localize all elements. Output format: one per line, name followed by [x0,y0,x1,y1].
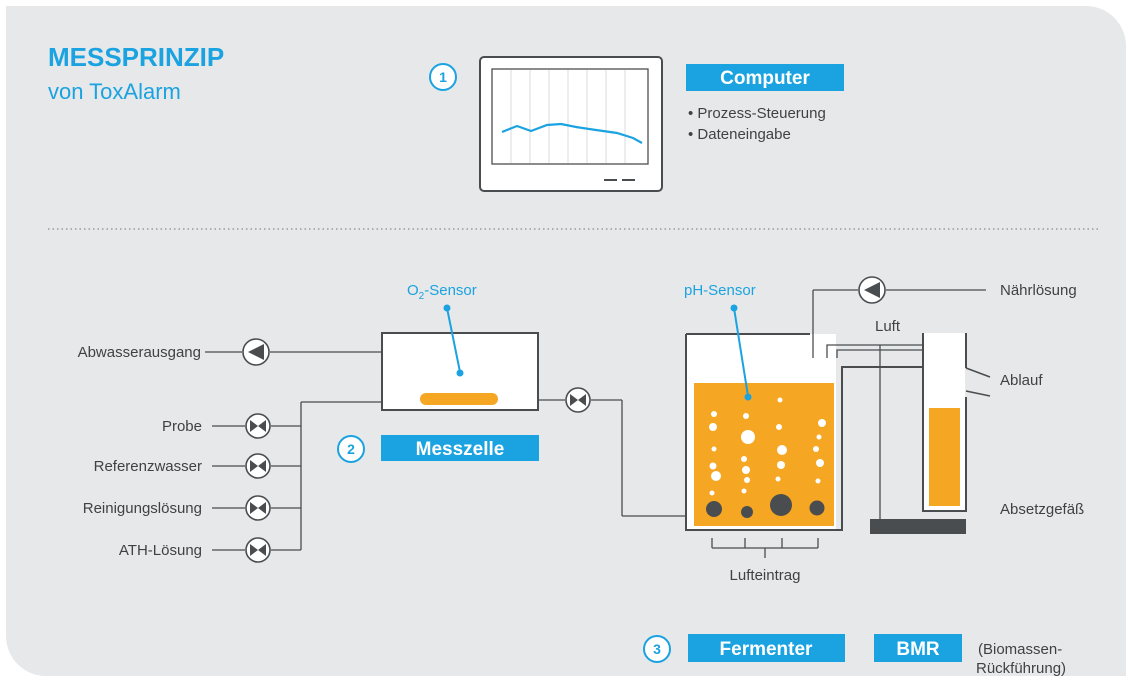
o2-sensor-label: O2-Sensor [407,282,477,302]
aeration-diffusers [706,494,825,518]
step-3-number: 3 [653,641,661,657]
messzelle-tag-label: Messzelle [416,439,505,460]
o2-sensor-pointer [446,307,461,373]
bmr-note-line-2: Rückführung) [976,660,1066,677]
lufteintrag-bracket [711,538,819,558]
fermenter-tag [688,634,845,662]
naehrloesung-line [812,289,986,358]
step-1-circle [429,63,457,91]
valve-fermenter-icon [565,387,591,413]
ph-sensor-dot-top [730,304,738,312]
air-bubbles [709,397,826,496]
ph-sensor-dot-bottom [744,393,752,401]
bmr-tag-label: BMR [896,639,940,660]
ath-loesung-label: ATH-Lösung [119,542,202,559]
referenzwasser-label: Referenzwasser [94,458,202,475]
naehrloesung-label: Nährlösung [1000,282,1077,299]
step-2-circle [337,435,365,463]
luft-bmr-piping [826,344,940,520]
ablauf-label: Ablauf [1000,372,1043,389]
page-subtitle: von ToxAlarm [48,79,181,104]
step-2-number: 2 [347,441,355,457]
ph-sensor-label: pH-Sensor [684,282,756,299]
lufteintrag-label: Lufteintrag [730,567,801,584]
computer-bullet-2: • Dateneingabe [688,126,791,143]
computer-tag-label: Computer [720,68,810,89]
absetzgefaess-label: Absetzgefäß [1000,501,1084,518]
messzelle-tag [381,435,539,461]
reinigungsloesung-label: Reinigungslösung [83,500,202,517]
o2-sensor-element [420,393,498,405]
input-manifold [205,351,686,551]
ph-sensor-pointer [733,307,749,397]
abwasserausgang-label: Abwasserausgang [78,344,201,361]
computer-monitor-icon [479,56,663,192]
outlet-pump-icon [242,338,270,366]
nutrient-pump-icon [858,276,886,304]
bmr-note-line-1: (Biomassen- [978,641,1062,658]
computer-tag [686,64,844,91]
computer-bullet-1: • Prozess-Steuerung [688,105,826,122]
absetzgefaess-vessel [870,333,991,534]
o2-sensor-dot-top [443,304,451,312]
luft-label: Luft [875,318,901,335]
fermenter-tag-label: Fermenter [720,639,814,660]
valve-reinigungsloesung-icon [245,495,271,521]
valve-ath-loesung-icon [245,537,271,563]
step-3-circle [643,635,671,663]
step-1-number: 1 [439,69,447,85]
bmr-tag [874,634,962,662]
probe-label: Probe [162,418,202,435]
o2-sensor-dot-bottom [456,369,464,377]
fermenter-vessel [685,333,922,531]
valve-probe-icon [245,413,271,439]
valve-referenzwasser-icon [245,453,271,479]
page-title: MESSPRINZIP [48,42,224,72]
